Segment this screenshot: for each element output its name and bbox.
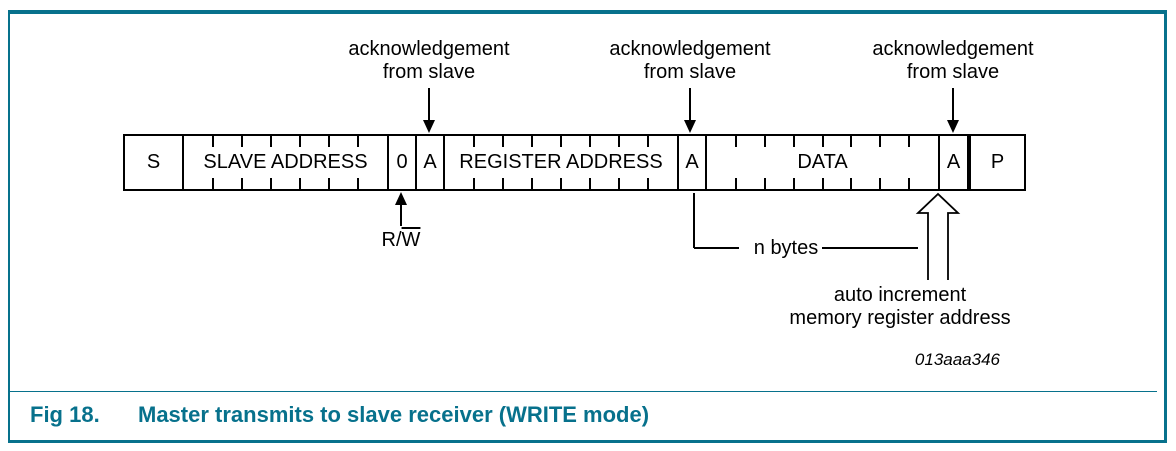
ack-arrow-down-icon-3 — [947, 120, 959, 133]
frame-cell-a: A — [679, 136, 707, 189]
ack-label-line1: acknowledgement — [609, 38, 771, 60]
bit-tick — [502, 178, 504, 189]
nbytes-bracket-hline-right — [822, 247, 918, 249]
bit-tick — [734, 178, 737, 189]
bit-tick — [531, 136, 533, 147]
frame-cell-register-address: REGISTER ADDRESS — [445, 136, 679, 189]
ack-label-line1: acknowledgement — [348, 38, 510, 60]
figure-border-right — [1164, 10, 1167, 443]
bit-tick — [502, 136, 504, 147]
frame-cell-label: REGISTER ADDRESS — [459, 151, 663, 173]
bit-tick — [270, 178, 272, 189]
bit-tick — [560, 136, 562, 147]
bit-tick — [734, 136, 737, 147]
ack-label-line2: from slave — [906, 61, 1000, 83]
frame-cell-p: P — [971, 136, 1024, 189]
ack-label-line2: from slave — [643, 61, 737, 83]
bit-tick — [299, 136, 301, 147]
figure-border-left — [8, 10, 10, 443]
ack-arrow-down-icon-2 — [684, 120, 696, 133]
bit-tick — [618, 136, 620, 147]
bit-tick — [647, 178, 649, 189]
ack-arrow-line-3 — [952, 88, 954, 121]
ack-arrow-down-icon-1 — [423, 120, 435, 133]
bit-tick — [792, 178, 795, 189]
ack-arrow-line-2 — [689, 88, 691, 121]
bit-tick — [589, 136, 591, 147]
frame-cell-label: SLAVE ADDRESS — [203, 151, 368, 173]
frame-cell-label: A — [685, 151, 699, 173]
bit-tick — [212, 136, 214, 147]
nbytes-label: n bytes — [753, 237, 819, 259]
bit-tick — [328, 136, 330, 147]
rw-arrow-up-icon — [395, 192, 407, 205]
ack-label-1: acknowledgement from slave — [348, 38, 509, 84]
ack-label-3: acknowledgement from slave — [872, 38, 1033, 84]
bit-tick — [763, 178, 766, 189]
bit-tick — [821, 136, 824, 147]
plate-code: 013aaa346 — [914, 350, 1000, 369]
frame-cell-a: A — [940, 136, 971, 189]
rw-label-overlined: W — [401, 229, 421, 251]
frame-cell-label: P — [990, 151, 1005, 173]
bit-tick — [763, 136, 766, 147]
auto-increment-hollow-up-arrow-icon — [915, 192, 961, 280]
nbytes-bracket-hline-left — [694, 247, 739, 249]
bit-tick — [908, 178, 911, 189]
bit-tick — [531, 178, 533, 189]
bit-tick — [560, 178, 562, 189]
ack-arrow-line-1 — [428, 88, 430, 121]
bit-tick — [473, 178, 475, 189]
bit-tick — [850, 136, 853, 147]
bit-tick — [821, 178, 824, 189]
figure-caption-number: Fig 18. — [30, 402, 100, 427]
frame-cell-label: 0 — [396, 151, 408, 173]
bit-tick — [850, 178, 853, 189]
ack-label-2: acknowledgement from slave — [609, 38, 770, 84]
rw-arrow-line — [400, 204, 402, 226]
frame-cell-slave-address: SLAVE ADDRESS — [184, 136, 389, 189]
nbytes-bracket-vline — [693, 193, 695, 248]
frame-cell-label: A — [423, 151, 437, 173]
frame-cell-label: S — [146, 151, 161, 173]
frame-cell-0: 0 — [389, 136, 417, 189]
bit-tick — [299, 178, 301, 189]
bit-tick — [357, 136, 359, 147]
figure-border-bottom — [8, 440, 1167, 443]
ack-label-line1: acknowledgement — [872, 38, 1034, 60]
bit-tick — [270, 136, 272, 147]
rw-label: R/W — [382, 229, 421, 252]
auto-increment-label: auto increment memory register address — [789, 284, 1010, 330]
auto-increment-line1: auto increment — [833, 284, 967, 306]
figure-caption-title: Master transmits to slave receiver (WRIT… — [138, 402, 650, 427]
figure-border-top — [8, 10, 1167, 14]
bit-tick — [473, 136, 475, 147]
bit-tick — [879, 136, 882, 147]
bit-tick — [212, 178, 214, 189]
caption-divider — [8, 391, 1157, 392]
bit-tick — [908, 136, 911, 147]
bit-tick — [647, 136, 649, 147]
frame-cell-label: A — [946, 151, 961, 173]
auto-increment-line2: memory register address — [789, 307, 1011, 329]
bit-tick — [241, 136, 243, 147]
bit-tick — [241, 178, 243, 189]
bit-tick — [328, 178, 330, 189]
rw-label-prefix: R/ — [381, 229, 402, 251]
ack-label-line2: from slave — [382, 61, 476, 83]
frame-cell-s: S — [125, 136, 184, 189]
bit-tick — [618, 178, 620, 189]
frame-cell-label: DATA — [797, 151, 848, 173]
bit-tick — [792, 136, 795, 147]
bit-tick — [879, 178, 882, 189]
bit-tick — [357, 178, 359, 189]
frame-cell-data: DATA — [707, 136, 940, 189]
frame-cell-a: A — [417, 136, 445, 189]
bit-tick — [589, 178, 591, 189]
